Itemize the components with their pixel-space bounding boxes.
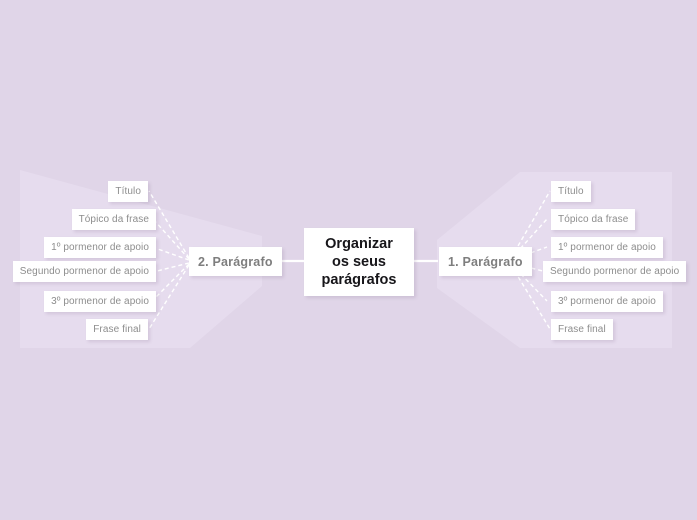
center-node[interactable]: Organizar os seus parágrafos — [304, 228, 414, 296]
left-child-2[interactable]: Tópico da frase — [71, 209, 156, 230]
left-child-6[interactable]: Frase final — [86, 319, 148, 340]
left-child-connectors — [148, 190, 190, 330]
right-child-4[interactable]: Segundo pormenor de apoio — [543, 261, 687, 282]
right-child-1[interactable]: Título — [551, 181, 591, 202]
center-line-2: os seus — [332, 254, 386, 270]
right-child-6[interactable]: Frase final — [551, 319, 613, 340]
left-parent-node[interactable]: 2. Parágrafo — [189, 247, 282, 276]
right-child-5[interactable]: 3º pormenor de apoio — [551, 291, 663, 312]
center-line-3: parágrafos — [321, 272, 397, 288]
right-parent-node[interactable]: 1. Parágrafo — [439, 247, 532, 276]
left-child-3[interactable]: 1º pormenor de apoio — [44, 237, 156, 258]
right-child-2[interactable]: Tópico da frase — [551, 209, 636, 230]
left-child-5[interactable]: 3º pormenor de apoio — [44, 291, 156, 312]
left-child-4[interactable]: Segundo pormenor de apoio — [12, 261, 156, 282]
center-line-1: Organizar — [325, 236, 393, 252]
right-child-3[interactable]: 1º pormenor de apoio — [551, 237, 663, 258]
left-child-1[interactable]: Título — [108, 181, 148, 202]
